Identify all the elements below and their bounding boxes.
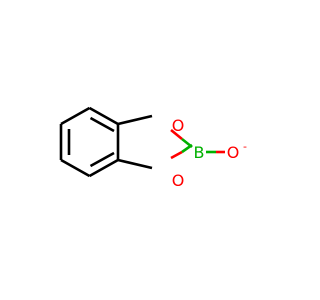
bond-c6-o2 [117, 158, 153, 170]
benzene-ring [59, 106, 120, 178]
atom-b: B [194, 143, 205, 162]
dioxaborole-ring [117, 114, 153, 170]
bond-c1-c2 [88, 106, 119, 126]
bond-c5-c6-inner [89, 151, 115, 168]
bond-c2-c3 [60, 106, 91, 126]
bond-c5-c6 [88, 158, 119, 178]
bond-c4-c5 [60, 158, 91, 178]
atom-o1: O [172, 116, 185, 135]
bond-c1-c2-inner [89, 116, 115, 133]
molecule-diagram: O O B O - [59, 106, 247, 190]
atom-o3-charge: - [243, 140, 247, 153]
bond-o2-b-green [181, 143, 193, 154]
heteroatom-bonds [170, 128, 225, 160]
molecule-structure: O O B O - [59, 106, 247, 190]
atom-o2: O [172, 171, 185, 190]
bond-o1-b-red [170, 128, 183, 141]
atom-o3: O [227, 143, 240, 162]
bond-c1-o1 [117, 114, 153, 126]
bond-o2-b-red [170, 150, 183, 160]
atom-labels: O O B O - [172, 116, 247, 190]
